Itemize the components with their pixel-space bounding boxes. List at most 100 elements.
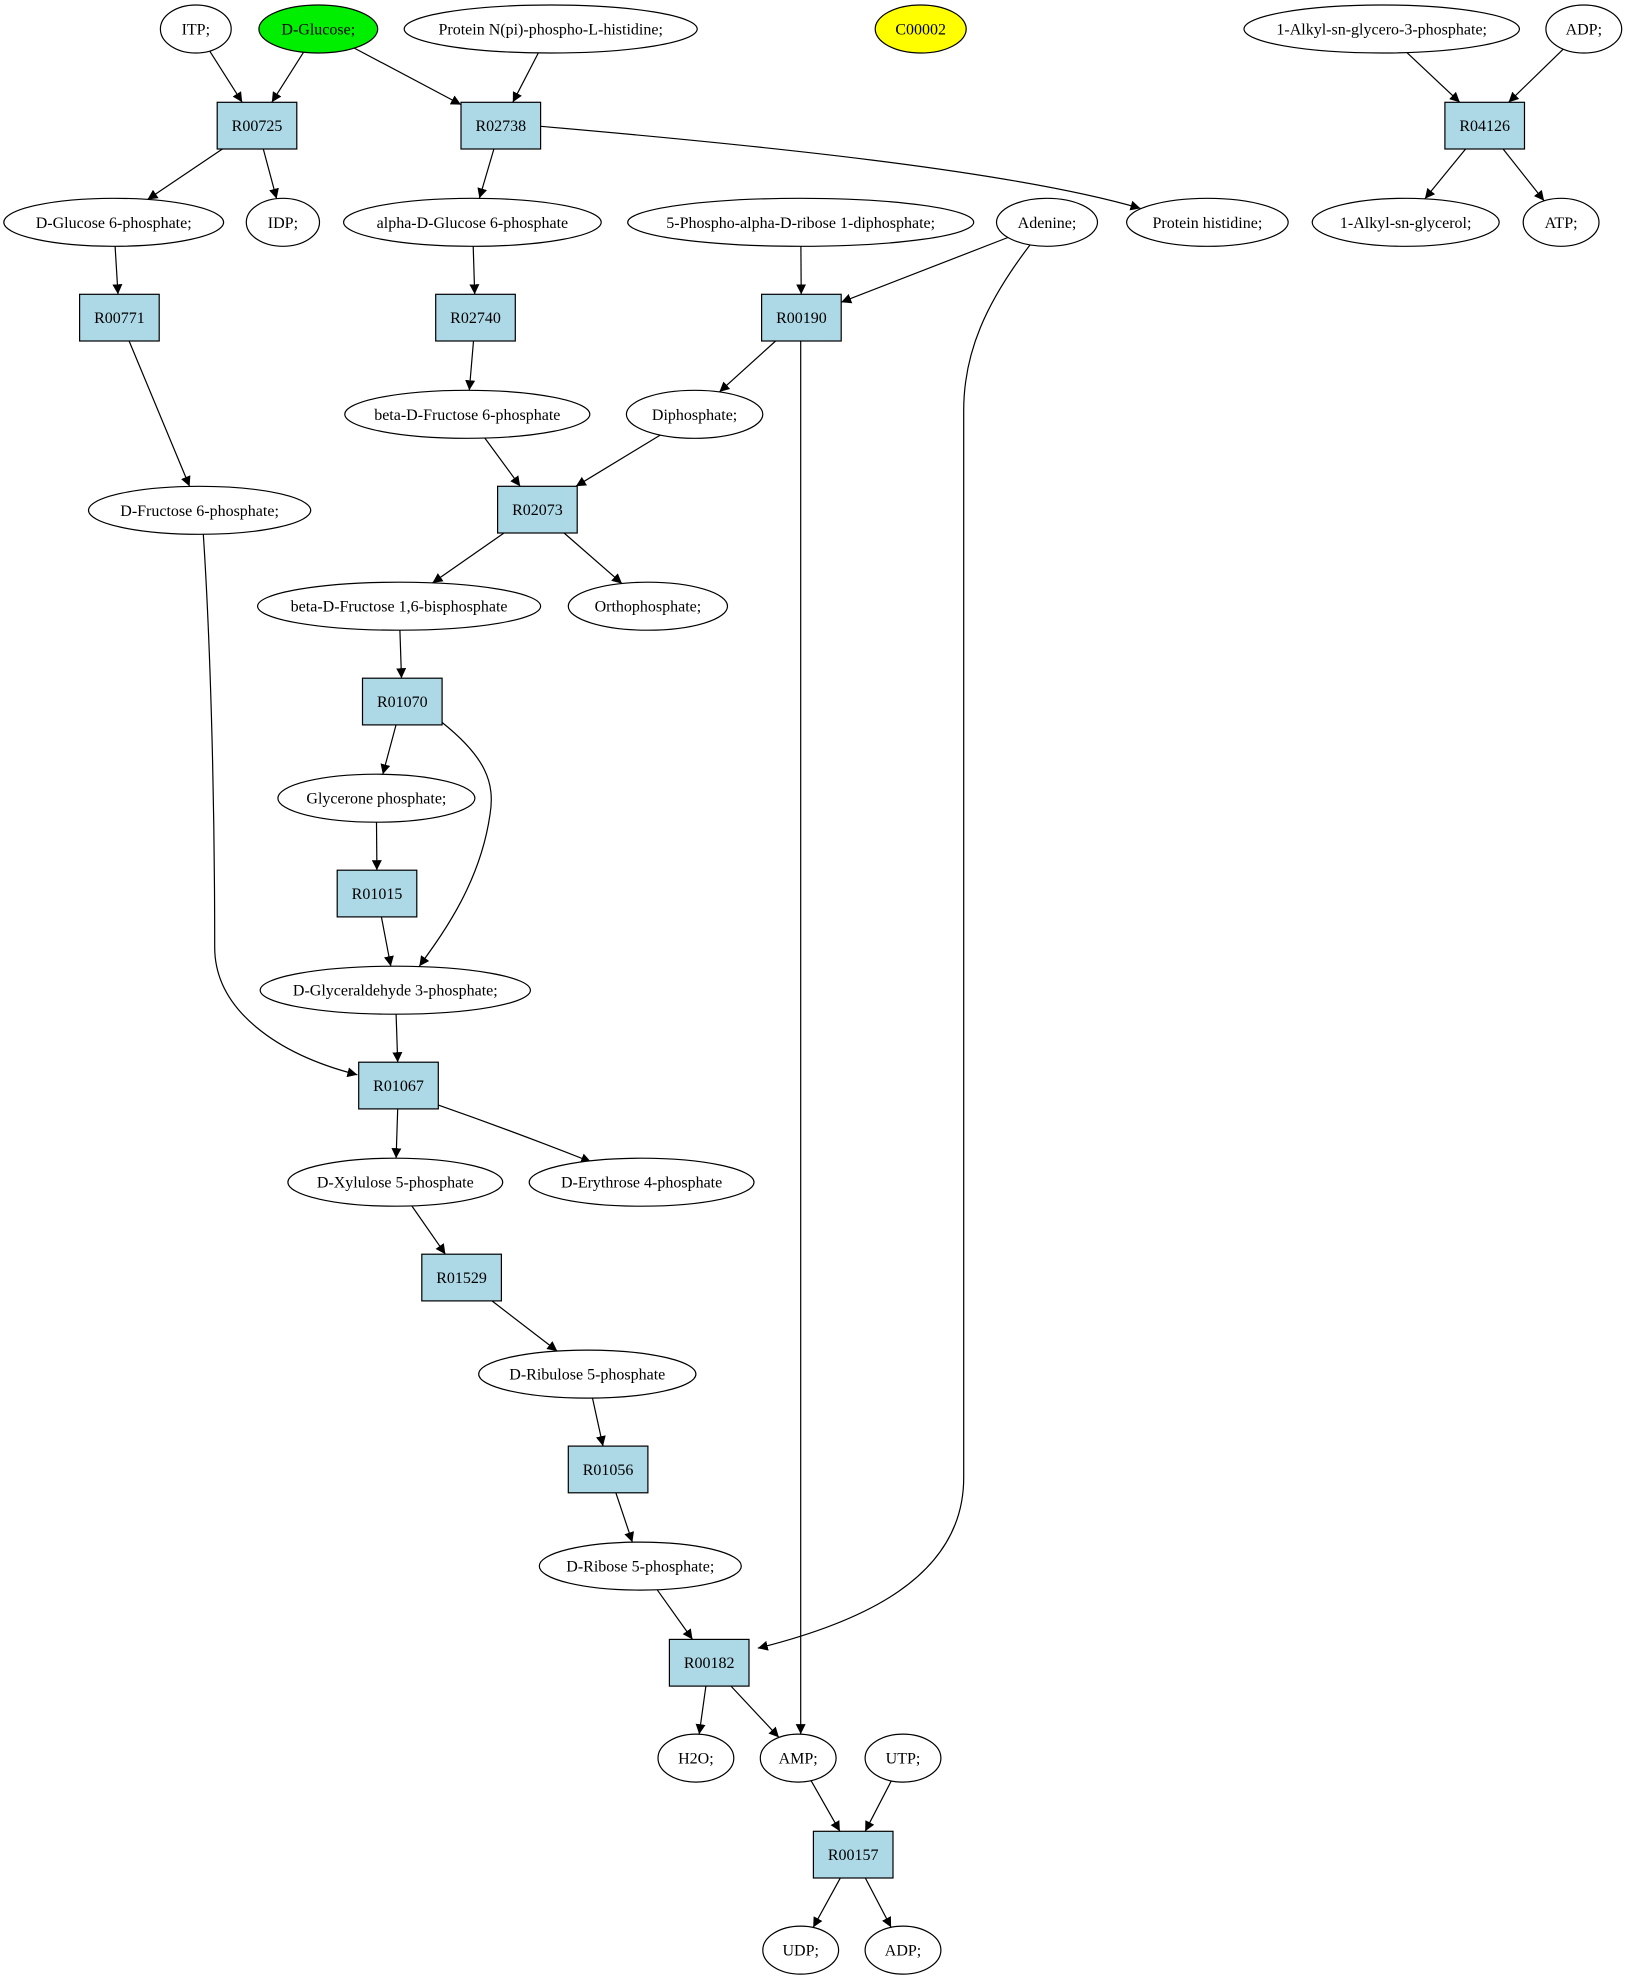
compound-node-ribose5p[interactable]: D-Ribose 5-phosphate; <box>538 1541 742 1591</box>
compound-ellipse <box>287 1157 504 1207</box>
reaction-node-r01067[interactable]: R01067 <box>358 1061 439 1110</box>
compound-node-adenine[interactable]: Adenine; <box>995 197 1099 247</box>
reaction-node-r00725[interactable]: R00725 <box>216 101 298 150</box>
reaction-node-r04126[interactable]: R04126 <box>1444 101 1526 150</box>
reaction-node-r02073[interactable]: R02073 <box>497 485 578 534</box>
compound-node-idp[interactable]: IDP; <box>245 197 321 247</box>
reaction-node-r01529[interactable]: R01529 <box>421 1253 502 1302</box>
compound-ellipse <box>258 4 379 54</box>
reaction-node-r01070[interactable]: R01070 <box>361 677 443 726</box>
edge-dglucose-to-R02738 <box>354 47 462 106</box>
compound-node-ribulose5p[interactable]: D-Ribulose 5-phosphate <box>478 1349 697 1399</box>
edge-gap-to-R01067 <box>392 1014 403 1063</box>
compound-ellipse <box>1545 4 1623 54</box>
edge-adenine-to-R00182 <box>757 242 1033 1651</box>
compound-label: ITP; <box>182 22 210 39</box>
reaction-label: R01529 <box>436 1270 487 1287</box>
reaction-node-r01056[interactable]: R01056 <box>567 1445 649 1494</box>
compound-label: D-Xylulose 5-phosphate <box>317 1175 474 1192</box>
compound-ellipse <box>277 773 476 823</box>
reaction-node-r01015[interactable]: R01015 <box>336 869 418 918</box>
reaction-node-r00190[interactable]: R00190 <box>760 293 842 342</box>
edge-R00182-to-amp <box>730 1685 780 1738</box>
reaction-label: R01070 <box>377 694 428 711</box>
compound-node-adp_top[interactable]: ADP; <box>1545 4 1623 54</box>
reaction-box <box>497 485 578 534</box>
edge-R00182-to-h2o <box>695 1686 707 1735</box>
edge-R00725-to-g6p <box>147 148 223 200</box>
compound-node-xylulose5p[interactable]: D-Xylulose 5-phosphate <box>287 1157 504 1207</box>
compound-node-g6p[interactable]: D-Glucose 6-phosphate; <box>3 197 225 247</box>
compound-node-fruc6p[interactable]: D-Fructose 6-phosphate; <box>87 485 312 535</box>
compound-node-atp[interactable]: ATP; <box>1522 197 1600 247</box>
compound-node-orthophosphate[interactable]: Orthophosphate; <box>567 581 729 631</box>
compound-label: D-Erythrose 4-phosphate <box>561 1175 722 1192</box>
edge-fruc6p-to-R01067 <box>202 534 358 1078</box>
compound-node-prot_his[interactable]: Protein histidine; <box>1125 197 1289 247</box>
reaction-box <box>435 293 516 342</box>
compound-ellipse <box>1125 197 1289 247</box>
compound-node-amp[interactable]: AMP; <box>759 1733 837 1783</box>
compound-label: Glycerone phosphate; <box>306 791 446 808</box>
compound-node-agluc6p[interactable]: alpha-D-Glucose 6-phosphate <box>342 197 602 247</box>
compound-label: C00002 <box>895 22 946 39</box>
compound-node-c00002[interactable]: C00002 <box>874 4 967 54</box>
reaction-label: R02740 <box>450 310 501 327</box>
edge-bfruc6p-to-R02073 <box>484 437 521 487</box>
compound-node-bfruc6p[interactable]: beta-D-Fructose 6-phosphate <box>344 389 591 439</box>
edge-R04126-to-alkyl_glycerol <box>1424 148 1467 200</box>
compound-node-adp_bottom[interactable]: ADP; <box>864 1925 942 1975</box>
edge-utp-to-R00157 <box>864 1780 892 1832</box>
compound-node-glycerone_p[interactable]: Glycerone phosphate; <box>277 773 476 823</box>
reaction-node-r00182[interactable]: R00182 <box>668 1638 750 1687</box>
compound-node-utp[interactable]: UTP; <box>864 1733 942 1783</box>
reaction-label: R00157 <box>828 1847 879 1864</box>
compound-label: Orthophosphate; <box>595 599 702 616</box>
compound-ellipse <box>1311 197 1500 247</box>
compound-node-diphosphate[interactable]: Diphosphate; <box>625 389 764 439</box>
compound-label: D-Glucose; <box>281 22 355 39</box>
compound-ellipse <box>864 1733 942 1783</box>
compound-label: D-Fructose 6-phosphate; <box>120 503 279 520</box>
compound-ellipse <box>627 197 975 247</box>
compound-node-gap[interactable]: D-Glyceraldehyde 3-phosphate; <box>259 965 531 1015</box>
reaction-label: R01015 <box>352 886 403 903</box>
reaction-box <box>668 1638 750 1687</box>
compound-node-alkyl_glycerol[interactable]: 1-Alkyl-sn-glycerol; <box>1311 197 1500 247</box>
compound-node-alkyl_g3p[interactable]: 1-Alkyl-sn-glycero-3-phosphate; <box>1243 4 1520 54</box>
compound-ellipse <box>257 581 542 631</box>
edge-R02740-to-bfruc6p <box>465 340 476 391</box>
compound-node-protein_nphos[interactable]: Protein N(pi)-phospho-L-histidine; <box>403 4 698 54</box>
compound-node-itp[interactable]: ITP; <box>159 4 232 54</box>
compound-ellipse <box>344 389 591 439</box>
edge-R00725-to-idp <box>262 148 279 199</box>
compound-label: beta-D-Fructose 1,6-bisphosphate <box>291 599 508 616</box>
compound-ellipse <box>759 1733 837 1783</box>
edge-R01056-to-ribose5p <box>615 1492 634 1543</box>
edge-xylulose5p-to-R01529 <box>411 1205 446 1255</box>
compound-label: 5-Phospho-alpha-D-ribose 1-diphosphate; <box>666 215 935 232</box>
compound-label: AMP; <box>779 1751 818 1768</box>
reaction-label: R04126 <box>1459 118 1510 135</box>
compound-ellipse <box>87 485 312 535</box>
reaction-node-r02740[interactable]: R02740 <box>435 293 516 342</box>
compound-node-erythrose4p[interactable]: D-Erythrose 4-phosphate <box>528 1157 755 1207</box>
reaction-node-r00771[interactable]: R00771 <box>78 293 160 342</box>
edge-bfbp-to-R01070 <box>396 630 407 679</box>
edge-adenine-to-R00190 <box>840 236 1009 304</box>
edge-R00157-to-udp <box>812 1877 841 1928</box>
edge-g6p-to-R00771 <box>112 246 123 295</box>
compound-node-bfbp[interactable]: beta-D-Fructose 1,6-bisphosphate <box>257 581 542 631</box>
compound-label: D-Ribose 5-phosphate; <box>566 1559 714 1576</box>
edge-alkyl_g3p-to-R04126 <box>1406 52 1461 103</box>
compound-node-h2o[interactable]: H2O; <box>657 1733 735 1783</box>
reaction-node-r02738[interactable]: R02738 <box>460 101 542 150</box>
edge-R04126-to-atp <box>1502 148 1545 202</box>
reaction-label: R02073 <box>512 502 563 519</box>
compound-node-dglucose[interactable]: D-Glucose; <box>258 4 379 54</box>
compound-node-prpp[interactable]: 5-Phospho-alpha-D-ribose 1-diphosphate; <box>627 197 975 247</box>
compound-node-udp[interactable]: UDP; <box>762 1925 840 1975</box>
reaction-node-r00157[interactable]: R00157 <box>812 1830 894 1879</box>
compound-ellipse <box>3 197 225 247</box>
reaction-box <box>760 293 842 342</box>
